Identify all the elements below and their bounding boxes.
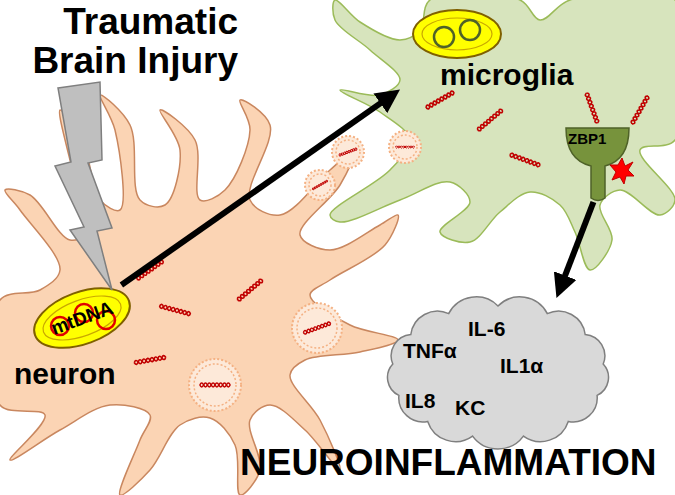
dna-fragment (509, 153, 540, 168)
cytokine-name: IL8 (405, 390, 435, 411)
mtdna-loop (434, 27, 454, 47)
dna-fragment (200, 383, 230, 387)
mitochondrion-symbol (413, 10, 501, 58)
cell-label: microglia (440, 60, 573, 90)
cytokine-name: KC (455, 397, 485, 418)
activation-starburst (610, 158, 634, 184)
dna-fragment (339, 148, 358, 157)
dna-fragment (476, 108, 503, 132)
flow-arrow (563, 202, 594, 281)
cytokine-cloud: IL-6TNFαIL1αIL8 KC (385, 298, 612, 447)
microglia-cell: microgliaZBP1 (400, 0, 675, 270)
dna-fragment (630, 95, 649, 125)
cristae-line (422, 18, 492, 50)
zbp1-receptor-outline (566, 128, 629, 201)
cytokine-name: TNFα (403, 340, 457, 361)
neuron-cell-outline (0, 95, 398, 495)
mitochondrion-outline (26, 276, 138, 359)
dna-fragment (303, 321, 331, 334)
mitochondrion-membrane (26, 276, 138, 359)
outcome-label: NEUROINFLAMMATION (240, 444, 657, 481)
heading-label: Traumatic Brain Injury (0, 3, 238, 81)
microglia-cell-outline (330, 0, 675, 270)
mtdna-loop (460, 20, 480, 40)
dna-fragment (395, 146, 414, 148)
dna-fragment (136, 259, 165, 281)
exosome-vesicle (332, 136, 364, 168)
dna-fragment (134, 355, 166, 364)
exosome-vesicle (292, 303, 342, 353)
cytokine-name: IL-6 (468, 318, 505, 339)
cristae-line (37, 287, 126, 349)
cytokine-cloud-outline (388, 297, 609, 449)
exosome-vesicle (305, 170, 335, 200)
flow-arrow (121, 100, 385, 285)
dna-fragment (425, 90, 455, 109)
dna-fragment (585, 92, 600, 123)
cytokine-name: IL1α (500, 355, 543, 376)
lightning-bolt (55, 82, 112, 290)
neuron-cell-shape (0, 90, 400, 495)
dna-fragment (312, 180, 328, 191)
cell-label: neuron (14, 359, 116, 389)
dna-fragment (236, 278, 263, 302)
exosome-vesicle (189, 359, 241, 411)
exosome-vesicle (389, 131, 421, 163)
receptor-label: ZBP1 (568, 131, 606, 146)
zbp1-receptor: ZBP1 (565, 126, 630, 202)
neuron-cell: neuron mtDNA (0, 90, 400, 495)
dna-fragment (159, 304, 191, 316)
mitochondrion: mtDNA (30, 285, 135, 350)
microglia-cell-shape (400, 0, 675, 270)
